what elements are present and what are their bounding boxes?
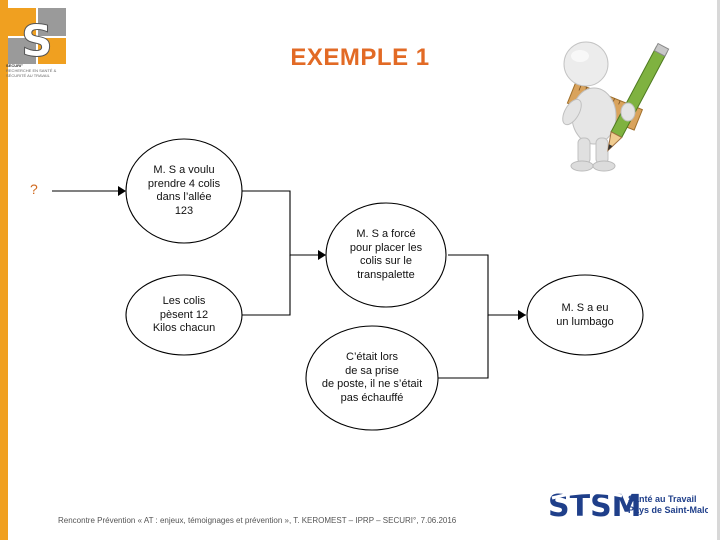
node-3-line: Kilos chacun [152,322,216,334]
node-3-ellipse [125,274,243,356]
stsm-line2: Pays de Saint-Malo [628,505,708,515]
node-4-line: M. S a eu [561,302,609,314]
logo-caption-line2: RECHERCHE EN SANTÉ & SÉCURITÉ AU TRAVAIL [6,68,57,78]
page-title: EXEMPLE 1 [290,44,430,71]
node-4-text: M. S a eu un lumbago [527,302,643,329]
node-1-line: prendre 4 colis [147,177,221,190]
left-accent-bar [0,0,8,540]
node-2-text: M. S a forcé pour placer les colis sur l… [326,228,446,282]
connector-node1-to-node2 [240,190,326,256]
footer-citation: Rencontre Prévention « AT : enjeux, témo… [58,516,457,525]
node-1-line: M. S a voulu [153,164,215,176]
question-mark: ? [30,181,38,197]
connector-node5-to-node4 [438,315,489,379]
node-4-ellipse [526,274,644,356]
node-2-line: colis sur le [360,255,412,267]
stsm-logo: STSM Santé au Travail Pays de Saint-Malo [548,489,708,524]
node-5-text: C’était lors de sa prise de poste, il ne… [306,351,438,405]
node-5-line: pas échauffé [340,391,404,404]
node-5-line: de sa prise [345,364,399,377]
node-2-line: transpalette [357,268,415,281]
node-2-line: pour placer les [349,241,423,254]
node-2-ellipse [325,202,447,308]
connector-node2-to-node4 [448,254,526,316]
node-3-text: Les colis pèsent 12 Kilos chacun [126,295,242,336]
logo-caption: SECURI° RECHERCHE EN SANTÉ & SÉCURITÉ AU… [6,63,70,78]
arrowhead-node2 [318,250,326,260]
node-2-line: M. S a forcé [356,228,416,240]
right-edge-bar [717,0,720,540]
figure-with-pencil-illustration [562,41,670,172]
securi-logo: S [8,8,66,68]
node-4-line: un lumbago [556,315,614,328]
arrowhead-node1 [118,186,126,196]
stsm-line1: Santé au Travail [628,494,697,504]
node-1-line: dans l’allée [156,191,212,203]
node-5-line: de poste, il ne s’était [321,378,423,390]
node-1-ellipse [125,138,243,244]
node-3-line: pèsent 12 [159,308,209,321]
arrowhead-node4 [518,310,526,320]
node-5-ellipse [305,325,439,431]
connector-node3-to-node2 [242,255,291,316]
logo-letter: S [21,16,53,67]
logo-caption-line1: SECURI° [6,63,23,68]
node-1-line: 123 [174,204,194,217]
node-5-line: C’était lors [346,351,398,363]
node-3-line: Les colis [162,295,206,307]
node-1-text: M. S a voulu prendre 4 colis dans l’allé… [126,164,242,218]
